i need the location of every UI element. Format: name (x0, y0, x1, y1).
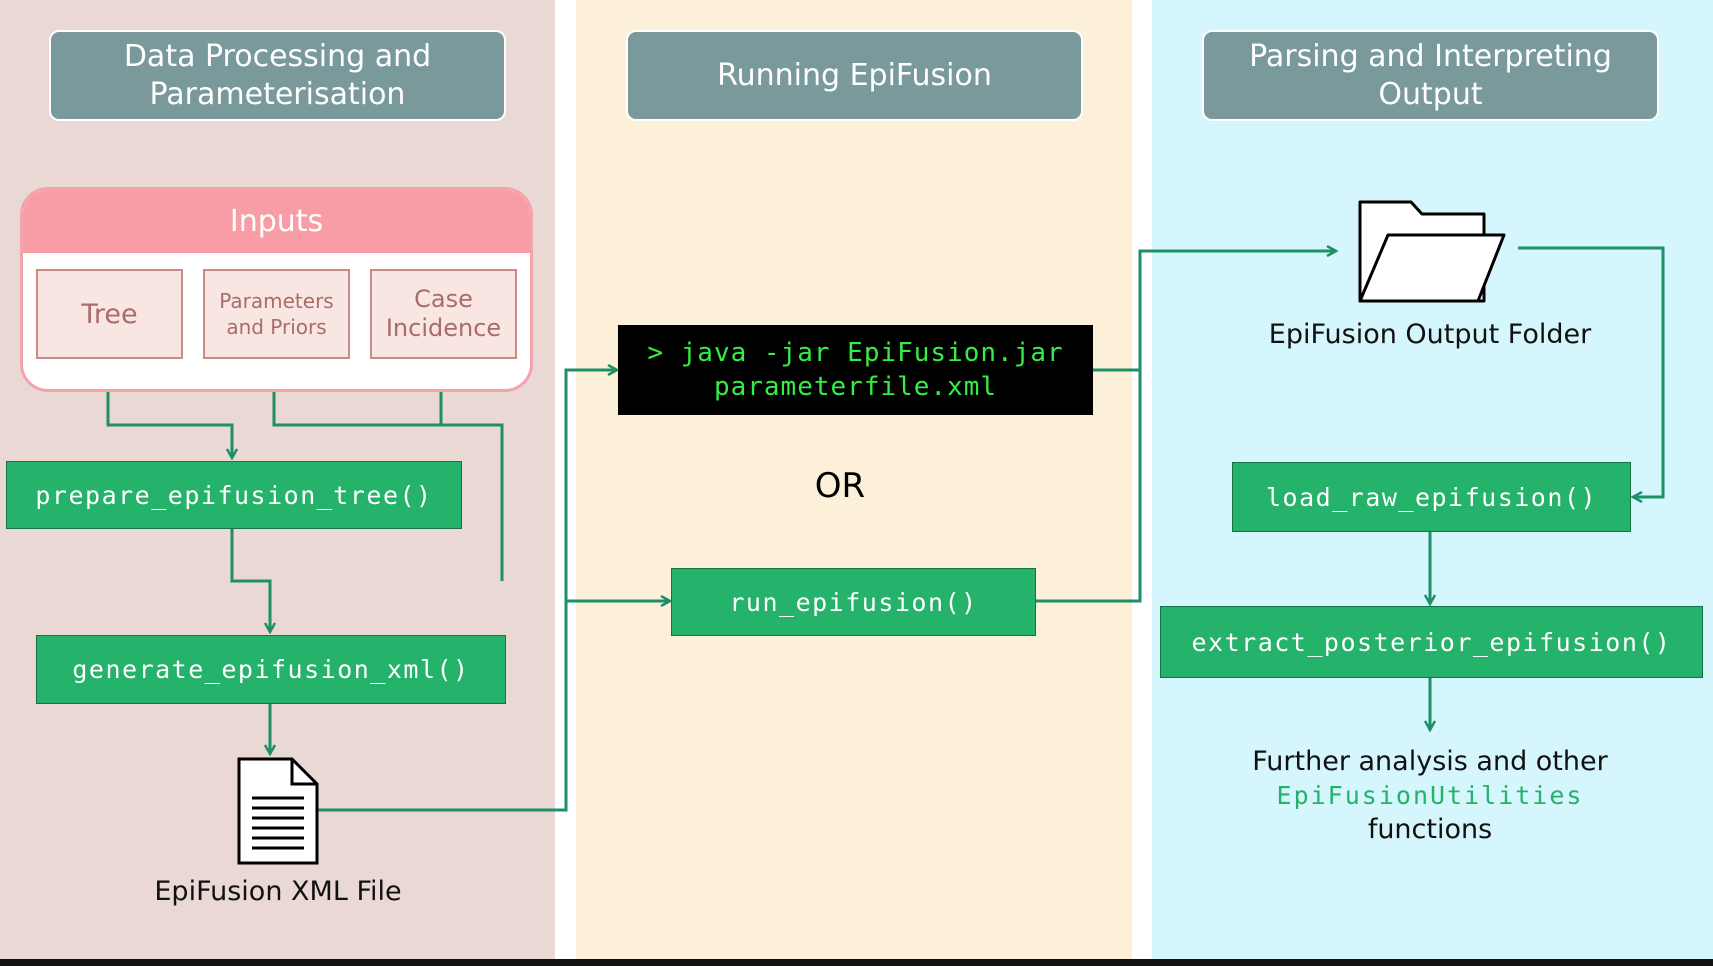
input-tree-label: Tree (81, 298, 138, 330)
arrow-file-to-terminal (318, 370, 617, 812)
folder-icon (1358, 200, 1506, 303)
input-parameters-line-2: and Priors (226, 315, 327, 339)
fn-run-epifusion[interactable]: run_epifusion() (671, 568, 1036, 636)
fn-load-raw-epifusion[interactable]: load_raw_epifusion() (1232, 462, 1631, 532)
header-processing-line-1: Data Processing and (123, 38, 432, 74)
header-running-line-1: Running EpiFusion (717, 57, 992, 93)
arrow-to-output-folder (1036, 251, 1336, 603)
output-folder-label: EpiFusion Output Folder (1268, 319, 1592, 350)
or-label: OR (814, 466, 866, 506)
header-processing-line-2: Parameterisation (149, 76, 406, 112)
header-running: Running EpiFusion (626, 30, 1083, 121)
inputs-title: Inputs (23, 190, 530, 253)
xml-file-label: EpiFusion XML File (154, 876, 402, 907)
fn-prepare-epifusion-tree[interactable]: prepare_epifusion_tree() (6, 461, 462, 529)
column-running (576, 0, 1132, 959)
further-line-3: functions (1367, 814, 1493, 845)
header-processing: Data Processing and Parameterisation (49, 30, 506, 121)
fn-generate-epifusion-xml[interactable]: generate_epifusion_xml() (36, 635, 506, 704)
document-icon (237, 757, 319, 865)
arrow-prepare-to-generate (230, 529, 270, 632)
inputs-panel: Inputs Tree Parameters and Priors Case I… (20, 187, 533, 392)
header-parsing-line-2: Output (1378, 76, 1483, 112)
bottom-border (0, 959, 1713, 966)
input-parameters: Parameters and Priors (203, 269, 350, 359)
input-parameters-line-1: Parameters (219, 289, 334, 313)
further-package-name: EpiFusionUtilities (1276, 781, 1584, 810)
arrow-folder-to-load (1518, 246, 1665, 497)
input-case-line-1: Case (414, 285, 473, 313)
header-parsing-line-1: Parsing and Interpreting (1249, 38, 1612, 74)
fn-extract-posterior-epifusion[interactable]: extract_posterior_epifusion() (1160, 606, 1703, 678)
further-analysis-text: Further analysis and other EpiFusionUtil… (1190, 745, 1670, 847)
input-tree: Tree (36, 269, 183, 359)
further-line-1: Further analysis and other (1252, 746, 1608, 777)
terminal-line-1: > java -jar EpiFusion.jar (647, 338, 1064, 368)
input-case-incidence: Case Incidence (370, 269, 517, 359)
terminal-line-2: parameterfile.xml (713, 372, 998, 402)
terminal-command: > java -jar EpiFusion.jar parameterfile.… (618, 325, 1093, 415)
input-case-line-2: Incidence (385, 314, 502, 342)
header-parsing: Parsing and Interpreting Output (1202, 30, 1659, 121)
